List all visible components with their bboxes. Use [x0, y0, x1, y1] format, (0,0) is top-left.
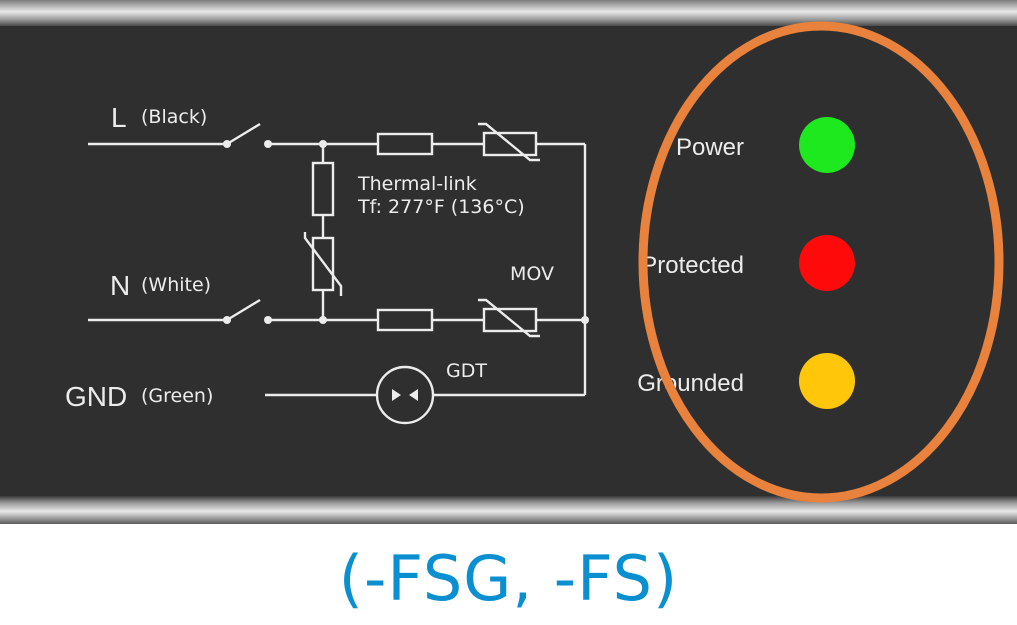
fuse-l	[376, 132, 434, 156]
line-n-color: (White)	[141, 274, 211, 296]
fuse-n	[376, 308, 434, 332]
gdt-label: GDT	[446, 360, 487, 382]
indicator-power-label: Power	[676, 134, 744, 161]
thermal-rating-label: Tf: 277°F (136°C)	[357, 196, 525, 218]
bottom-bezel	[0, 496, 1017, 524]
right-bus-wire	[433, 144, 589, 397]
mov-label: MOV	[510, 263, 554, 285]
indicator-protected-label: Protected	[641, 252, 744, 279]
line-n-label: N	[110, 270, 130, 301]
line-gnd-label: GND	[65, 381, 127, 412]
highlight-ellipse	[638, 21, 1004, 503]
protected-indicator-light	[799, 235, 855, 291]
crossing-branch	[303, 140, 343, 324]
model-suffix-label: (-FSG, -FS)	[338, 542, 679, 615]
line-gnd-color: (Green)	[141, 385, 213, 407]
varistor-l	[478, 122, 540, 162]
grounded-indicator-light	[799, 353, 855, 409]
line-l-wire	[88, 122, 585, 146]
varistor-n	[478, 298, 540, 338]
top-bezel	[0, 0, 1017, 26]
line-l-color: (Black)	[141, 106, 207, 128]
line-l-label: L	[111, 102, 127, 133]
indicator-grounded-label: Grounded	[637, 370, 744, 397]
power-indicator-light	[799, 117, 855, 173]
line-n-wire	[88, 298, 585, 322]
thermal-link-label: Thermal-link	[357, 173, 477, 195]
gdt-symbol	[375, 365, 435, 425]
switch-contact-n	[223, 316, 272, 324]
switch-contact-l	[223, 140, 272, 148]
